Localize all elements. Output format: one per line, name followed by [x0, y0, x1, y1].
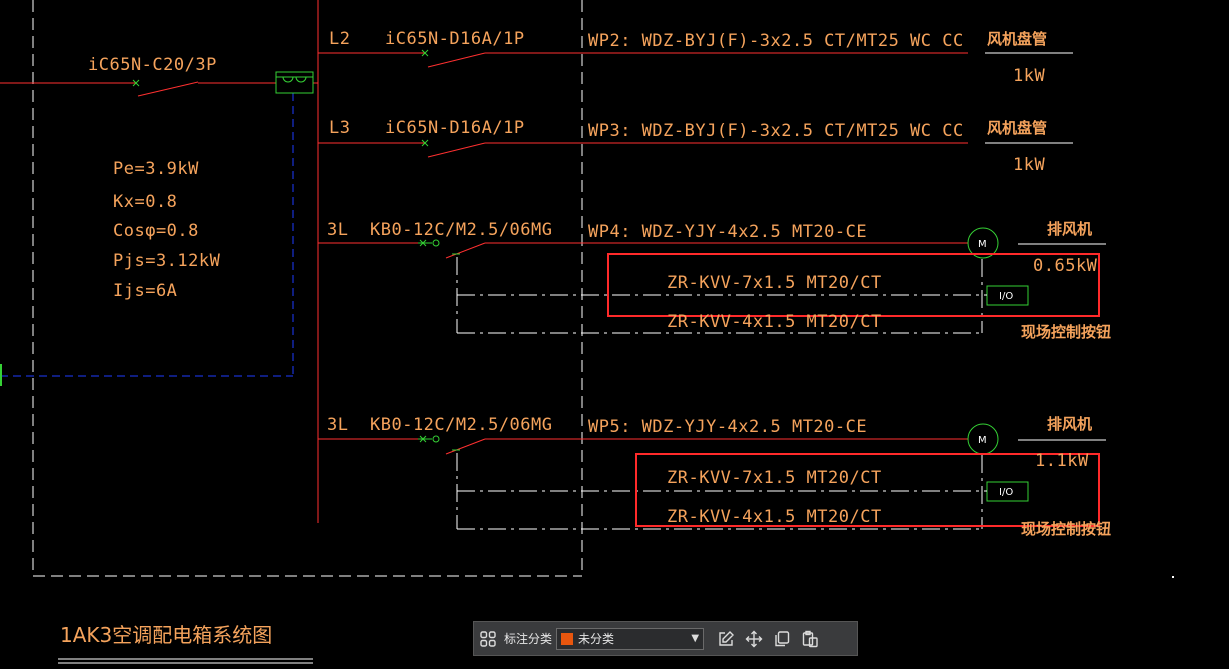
load-pe: Pe=3.9kW [113, 159, 199, 179]
circuit-wp5[interactable]: 3L KB0-12C/M2.5/06MG WP5: WDZ-YJY-4x2.5 … [318, 415, 1111, 538]
load-name: 排风机 [1047, 220, 1092, 238]
phase-label: L3 [329, 118, 350, 138]
load-pjs: Pjs=3.12kW [113, 251, 221, 271]
highlight-box [635, 453, 1100, 527]
circuit-wp3[interactable]: L3 iC65N-D16A/1P WP3: WDZ-BYJ(F)-3x2.5 C… [318, 118, 1073, 175]
circuit-wp4[interactable]: 3L KB0-12C/M2.5/06MG WP4: WDZ-YJY-4x2.5 … [318, 220, 1111, 341]
title-underline [58, 658, 313, 664]
io-label: I/O [999, 291, 1013, 302]
category-dropdown[interactable]: 未分类 ▼ [556, 627, 705, 650]
load-name: 排风机 [1047, 415, 1092, 433]
load-power: 1kW [1013, 155, 1045, 175]
main-breaker-cross [132, 79, 140, 87]
load-name: 风机盘管 [987, 119, 1047, 137]
breaker-label: iC65N-D16A/1P [385, 118, 525, 138]
chevron-down-icon: ▼ [691, 633, 700, 644]
move-icon[interactable] [740, 625, 768, 653]
breaker-label: KB0-12C/M2.5/06MG [370, 415, 553, 435]
main-incoming-line [0, 81, 318, 97]
drawing-title: 1AK3空调配电箱系统图 [60, 623, 272, 647]
cable-label: WP3: WDZ-BYJ(F)-3x2.5 CT/MT25 WC CC [588, 121, 964, 141]
load-power: 0.65kW [1033, 256, 1098, 276]
category-color-swatch [561, 632, 574, 645]
load-kx: Kx=0.8 [113, 192, 177, 212]
io-label: I/O [999, 487, 1013, 498]
phase-label: 3L [327, 220, 348, 240]
category-label: 标注分类 [504, 632, 553, 646]
load-ijs: Ijs=6A [113, 281, 177, 301]
button-label: 现场控制按钮 [1021, 323, 1111, 341]
cable-label: WP5: WDZ-YJY-4x2.5 MT20-CE [588, 417, 867, 437]
breaker-label: iC65N-D16A/1P [385, 29, 525, 49]
control-cable-2: ZR-KVV-4x1.5 MT20/CT [667, 312, 882, 332]
circuit-wp2[interactable]: L2 iC65N-D16A/1P WP2: WDZ-BYJ(F)-3x2.5 C… [318, 29, 1073, 86]
paste-icon[interactable] [796, 625, 824, 653]
control-cable-1: ZR-KVV-7x1.5 MT20/CT [667, 468, 882, 488]
cable-label: WP2: WDZ-BYJ(F)-3x2.5 CT/MT25 WC CC [588, 31, 964, 51]
motor-symbol: M [978, 239, 987, 250]
annotation-toolbar: 标注分类 未分类 ▼ [473, 621, 858, 656]
current-transformer-symbol [275, 71, 314, 94]
main-breaker-label: iC65N-C20/3P [88, 55, 217, 75]
load-power: 1kW [1013, 66, 1045, 86]
cad-point [1172, 576, 1174, 578]
grid-icon[interactable] [474, 625, 502, 653]
phase-label: 3L [327, 415, 348, 435]
control-cable-1: ZR-KVV-7x1.5 MT20/CT [667, 273, 882, 293]
copy-icon[interactable] [768, 625, 796, 653]
cable-label: WP4: WDZ-YJY-4x2.5 MT20-CE [588, 222, 867, 242]
load-name: 风机盘管 [987, 30, 1047, 48]
highlight-box [607, 253, 1100, 317]
load-power: 1.1kW [1035, 451, 1089, 471]
control-cable-2: ZR-KVV-4x1.5 MT20/CT [667, 507, 882, 527]
load-cos: Cosφ=0.8 [113, 221, 199, 241]
edit-icon[interactable] [712, 625, 740, 653]
blue-dashed-enclosure [0, 93, 294, 377]
phase-label: L2 [329, 29, 350, 49]
category-value: 未分类 [578, 632, 615, 646]
motor-symbol: M [978, 435, 987, 446]
breaker-label: KB0-12C/M2.5/06MG [370, 220, 553, 240]
box-outline [32, 0, 583, 577]
button-label: 现场控制按钮 [1021, 520, 1111, 538]
